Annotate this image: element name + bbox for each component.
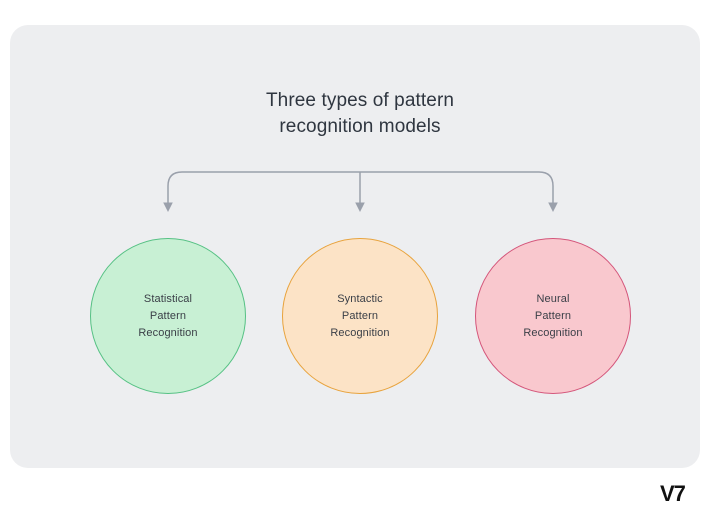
node-statistical[interactable]: Statistical Pattern Recognition — [90, 238, 246, 394]
node-syntactic-label: Syntactic Pattern Recognition — [330, 292, 390, 339]
node-neural[interactable]: Neural Pattern Recognition — [475, 238, 631, 394]
node-statistical-label: Statistical Pattern Recognition — [138, 292, 198, 339]
v7-logo: V7 — [660, 481, 686, 506]
node-neural-label: Neural Pattern Recognition — [523, 292, 583, 339]
node-syntactic[interactable]: Syntactic Pattern Recognition — [282, 238, 438, 394]
diagram-title: Three types of pattern recognition model… — [265, 90, 455, 137]
